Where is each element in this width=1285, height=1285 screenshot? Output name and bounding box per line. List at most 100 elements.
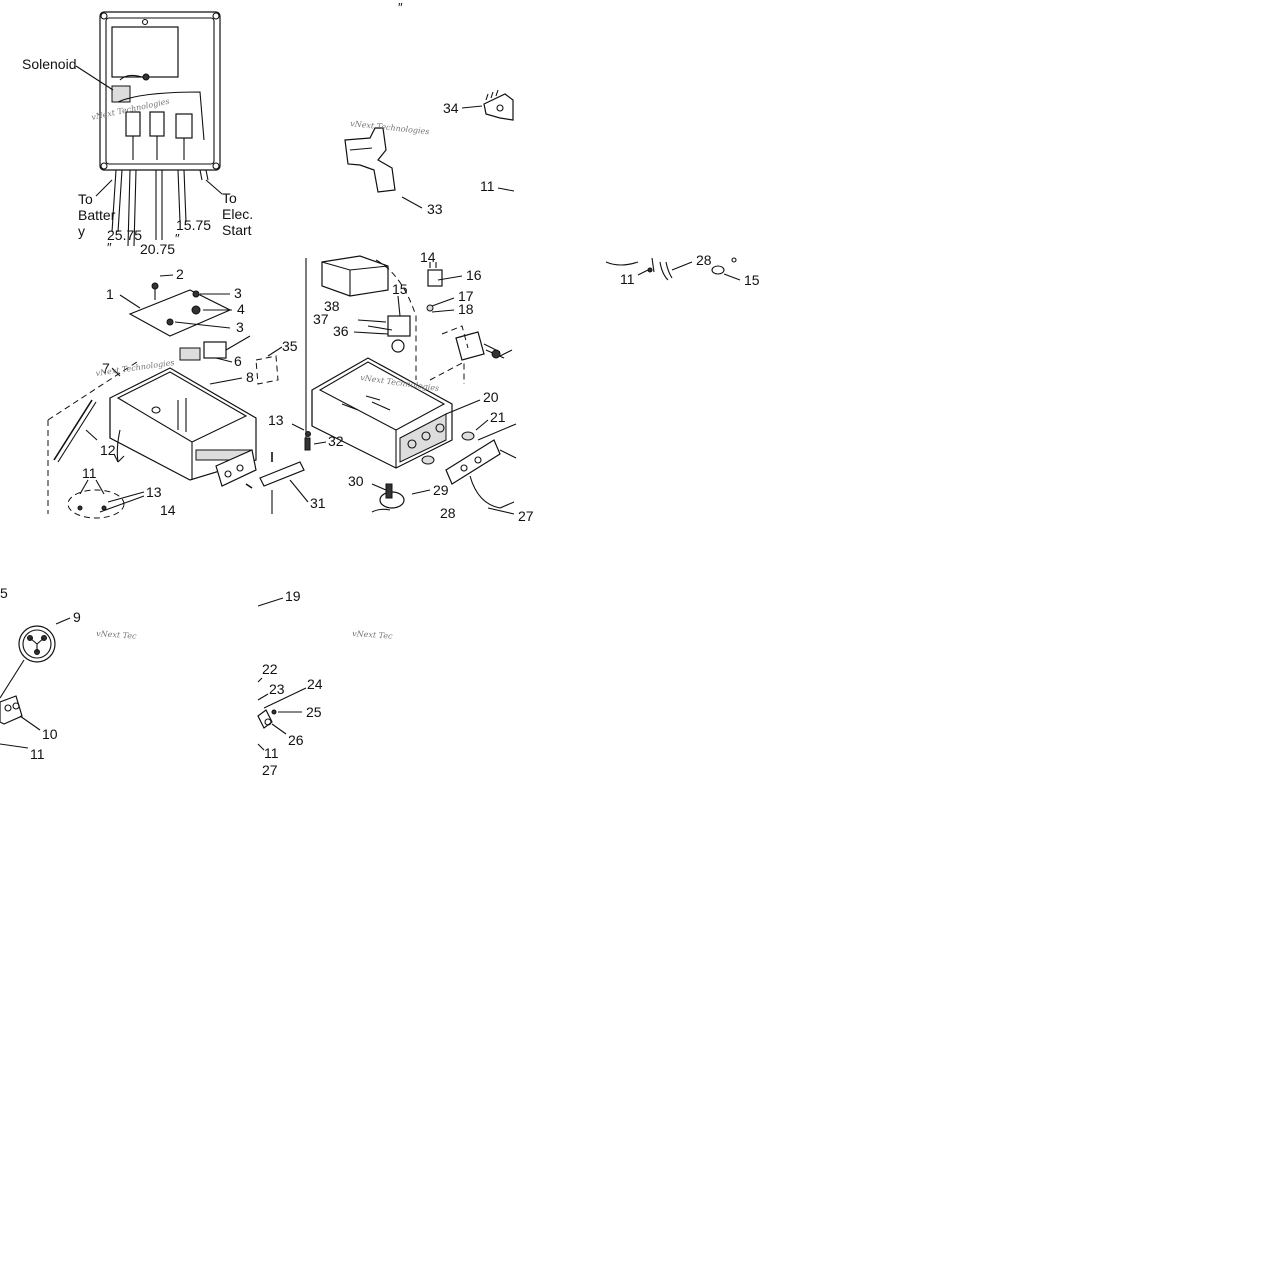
part-number-18: 18 bbox=[458, 301, 474, 317]
part-number-2: 2 bbox=[176, 266, 184, 282]
crop-mask bbox=[514, 0, 604, 255]
connector bbox=[125, 111, 141, 137]
module bbox=[203, 341, 227, 359]
connector bbox=[175, 113, 193, 139]
part-number-22: 22 bbox=[262, 661, 278, 677]
wire-harness bbox=[117, 91, 205, 141]
panel-solenoid-box: Solenoid To Batter y To Elec. Start 25.7… bbox=[22, 0, 403, 257]
label-to-elec-start: Elec. bbox=[222, 206, 253, 222]
cable bbox=[499, 349, 513, 357]
port bbox=[4, 704, 12, 712]
solenoid-part bbox=[111, 85, 131, 103]
part-number-28: 28 bbox=[696, 252, 712, 268]
mount-hole bbox=[100, 162, 108, 170]
screw bbox=[151, 282, 159, 290]
part-number-32: 32 bbox=[328, 433, 344, 449]
part-number-16: 16 bbox=[466, 267, 482, 283]
part-number-3: 3 bbox=[236, 319, 244, 335]
cable-battery bbox=[111, 169, 123, 233]
strap bbox=[259, 461, 305, 487]
box-edge bbox=[311, 390, 397, 468]
leader-11 bbox=[257, 743, 265, 751]
leader-20 bbox=[445, 399, 481, 415]
part-number-3: 3 bbox=[234, 285, 242, 301]
part-number-14: 14 bbox=[420, 249, 436, 265]
leader-33 bbox=[401, 196, 423, 209]
dimension-mark: ″ bbox=[398, 0, 403, 15]
cable-fragment bbox=[605, 261, 639, 266]
leader-2 bbox=[159, 274, 174, 277]
leader-11 bbox=[95, 479, 105, 495]
box-internals bbox=[341, 395, 391, 411]
part-number-9: 9 bbox=[73, 609, 81, 625]
control-module bbox=[321, 255, 389, 297]
part-number-38: 38 bbox=[324, 298, 340, 314]
part-number-13: 13 bbox=[146, 484, 162, 500]
electrical-box bbox=[311, 357, 453, 469]
screw bbox=[647, 267, 653, 273]
watermark: vNext Tec bbox=[352, 629, 394, 641]
leader-elec bbox=[205, 179, 223, 195]
leader-11 bbox=[79, 479, 89, 495]
mount-hole bbox=[212, 162, 220, 170]
leader-15-line bbox=[397, 295, 401, 317]
solenoid-base bbox=[391, 339, 405, 353]
port bbox=[224, 470, 232, 478]
box-rim bbox=[116, 371, 248, 443]
leader-6 bbox=[215, 357, 233, 363]
box-inner-outline bbox=[105, 17, 215, 165]
relay-pins bbox=[485, 89, 499, 101]
box-ports bbox=[399, 413, 447, 463]
cover-plate bbox=[128, 289, 232, 337]
explosion-guide bbox=[429, 361, 465, 384]
relay bbox=[427, 269, 443, 287]
box-rim bbox=[318, 361, 446, 431]
bracket-outline bbox=[255, 355, 279, 385]
leader-24 bbox=[263, 687, 307, 709]
part-number-19: 19 bbox=[285, 588, 301, 604]
part-number-14: 14 bbox=[160, 502, 176, 518]
gauge-face bbox=[22, 629, 52, 659]
port bbox=[12, 702, 20, 710]
fuse-holder bbox=[426, 304, 434, 312]
part-number-31: 31 bbox=[310, 495, 326, 511]
sensor-stud bbox=[385, 483, 393, 499]
part-number-6: 6 bbox=[234, 353, 242, 369]
cable-27 bbox=[469, 475, 515, 509]
screw bbox=[77, 505, 83, 511]
part-number-36: 36 bbox=[333, 323, 349, 339]
leader-13 bbox=[291, 423, 305, 431]
boss bbox=[151, 406, 161, 414]
arrow-curve bbox=[116, 429, 121, 463]
gauge-spokes bbox=[29, 637, 45, 652]
part-number-26: 26 bbox=[288, 732, 304, 748]
panel-bracket: 34 33 11 vNext Technologies bbox=[344, 89, 515, 217]
leader-22 bbox=[257, 677, 263, 683]
part-number-30: 30 bbox=[348, 473, 364, 489]
port bbox=[421, 431, 431, 441]
part-number-11: 11 bbox=[620, 271, 635, 287]
arrow-head bbox=[113, 453, 125, 463]
port bbox=[236, 464, 244, 472]
leader-16 bbox=[437, 275, 463, 281]
leader-17 bbox=[431, 297, 455, 307]
leader-9 bbox=[55, 617, 71, 625]
bracket-edge bbox=[349, 147, 373, 151]
panel-gauge: 5 9 10 11 vNext Tec bbox=[0, 585, 137, 762]
part-number-35: 35 bbox=[282, 338, 298, 354]
leader-36 bbox=[353, 331, 389, 335]
rod-edge bbox=[57, 401, 97, 463]
leader-37 bbox=[357, 319, 387, 323]
port bbox=[407, 439, 417, 449]
washer bbox=[305, 431, 311, 437]
part-number-21: 21 bbox=[490, 409, 506, 425]
leader-19 bbox=[257, 597, 284, 607]
screw bbox=[271, 709, 277, 715]
leader-21 bbox=[475, 419, 489, 431]
label-to-battery: To bbox=[78, 191, 93, 207]
part-number-34: 34 bbox=[443, 100, 459, 116]
relay-hole bbox=[496, 104, 504, 112]
part-number-27: 27 bbox=[518, 508, 534, 524]
washer bbox=[731, 257, 737, 263]
